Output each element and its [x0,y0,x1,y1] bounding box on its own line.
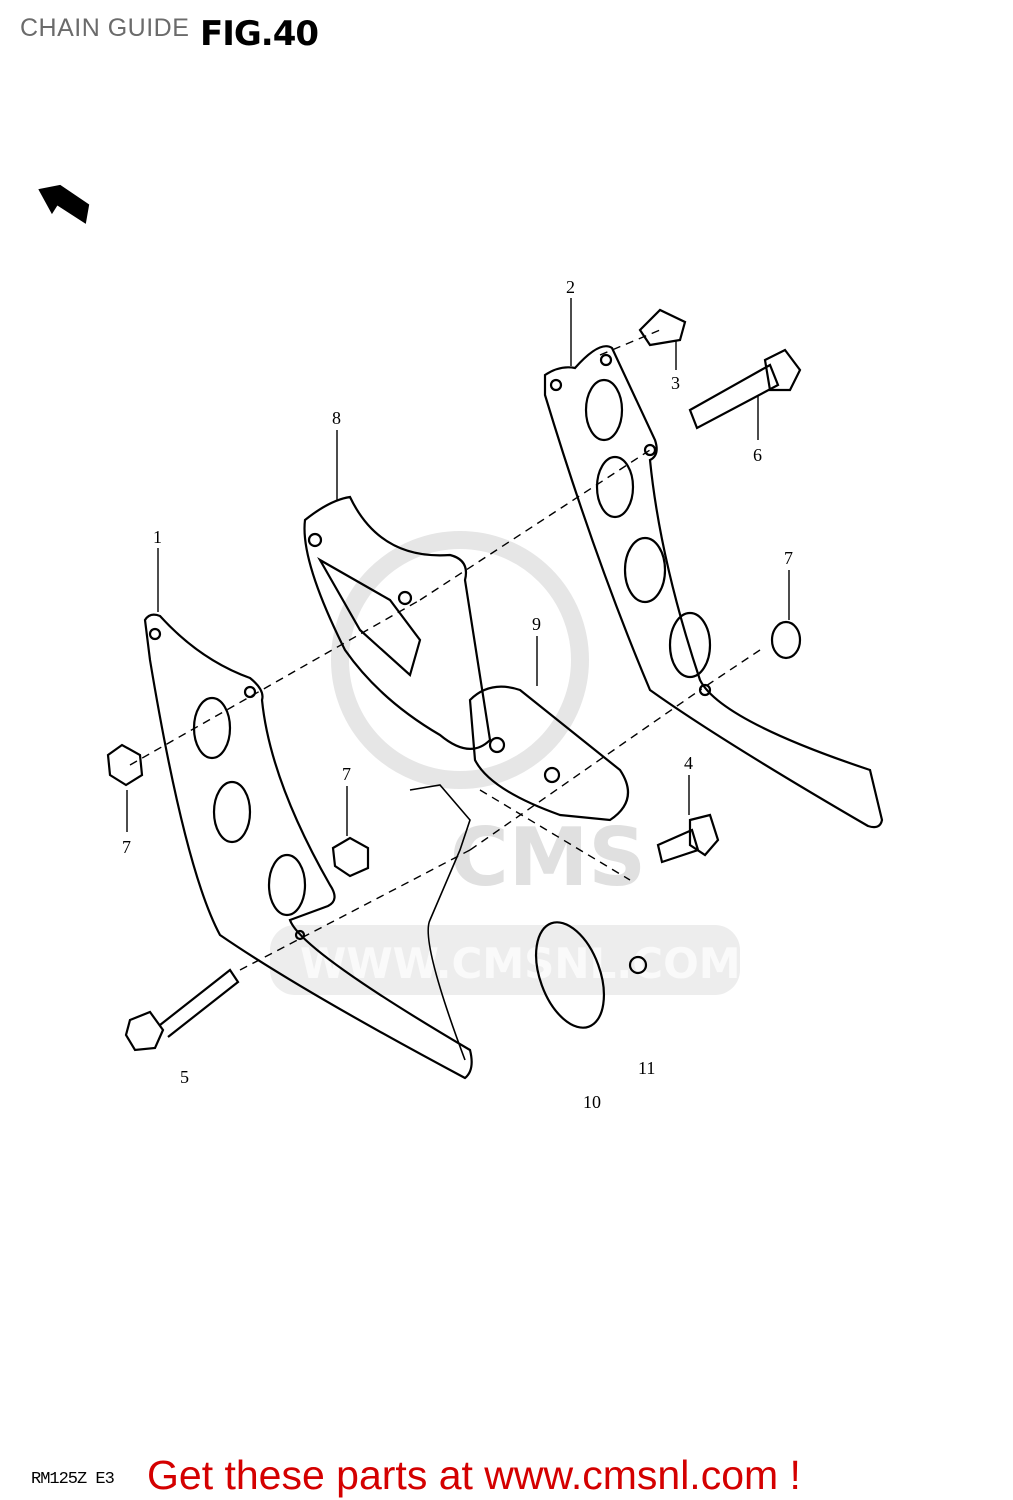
part-10-plate [535,921,605,1029]
front-arrow-icon [38,184,90,224]
part-3-bolt [638,308,687,347]
part-label-5: 5 [180,1067,189,1087]
part-11-washer [628,955,648,975]
part-label-2: 2 [566,277,575,297]
part-label-1: 1 [153,527,162,547]
part-5-bolt [124,968,240,1052]
part-7-nut [331,836,370,878]
promo-link[interactable]: Get these parts at www.cmsnl.com ! [147,1452,801,1498]
part-7-nut [106,743,144,787]
part-9-slider-pad [468,685,630,822]
figure-number: FIG.40 [200,14,319,54]
part-label-4: 4 [684,753,693,773]
part-label-9: 9 [532,614,541,634]
watermark-logo: CMS [450,811,646,904]
part-8-bracket [303,495,492,750]
part-label-11: 11 [638,1058,655,1078]
part-number-labels: 1 2 3 4 5 6 7 7 7 8 9 10 11 [122,277,793,1112]
part-4-bolt [656,813,720,864]
part-1-chain-guide-plate [143,613,473,1080]
watermark-url: WWW.CMSNL.COM [300,939,741,988]
part-label-7: 7 [784,548,793,568]
diagram-code: RM125Z E3 [31,1470,115,1489]
part-label-7: 7 [122,837,131,857]
part-2-chain-guide-plate [543,345,884,829]
part-label-10: 10 [583,1092,601,1112]
part-6-bolt [688,348,802,430]
part-label-3: 3 [671,373,680,393]
part-7-nut [770,620,802,660]
page-title: CHAIN GUIDE [20,14,190,42]
part-label-7: 7 [342,764,351,784]
part-label-8: 8 [332,408,341,428]
watermark: CMS WWW.CMSNL.COM [270,531,741,995]
part-label-6: 6 [753,445,762,465]
